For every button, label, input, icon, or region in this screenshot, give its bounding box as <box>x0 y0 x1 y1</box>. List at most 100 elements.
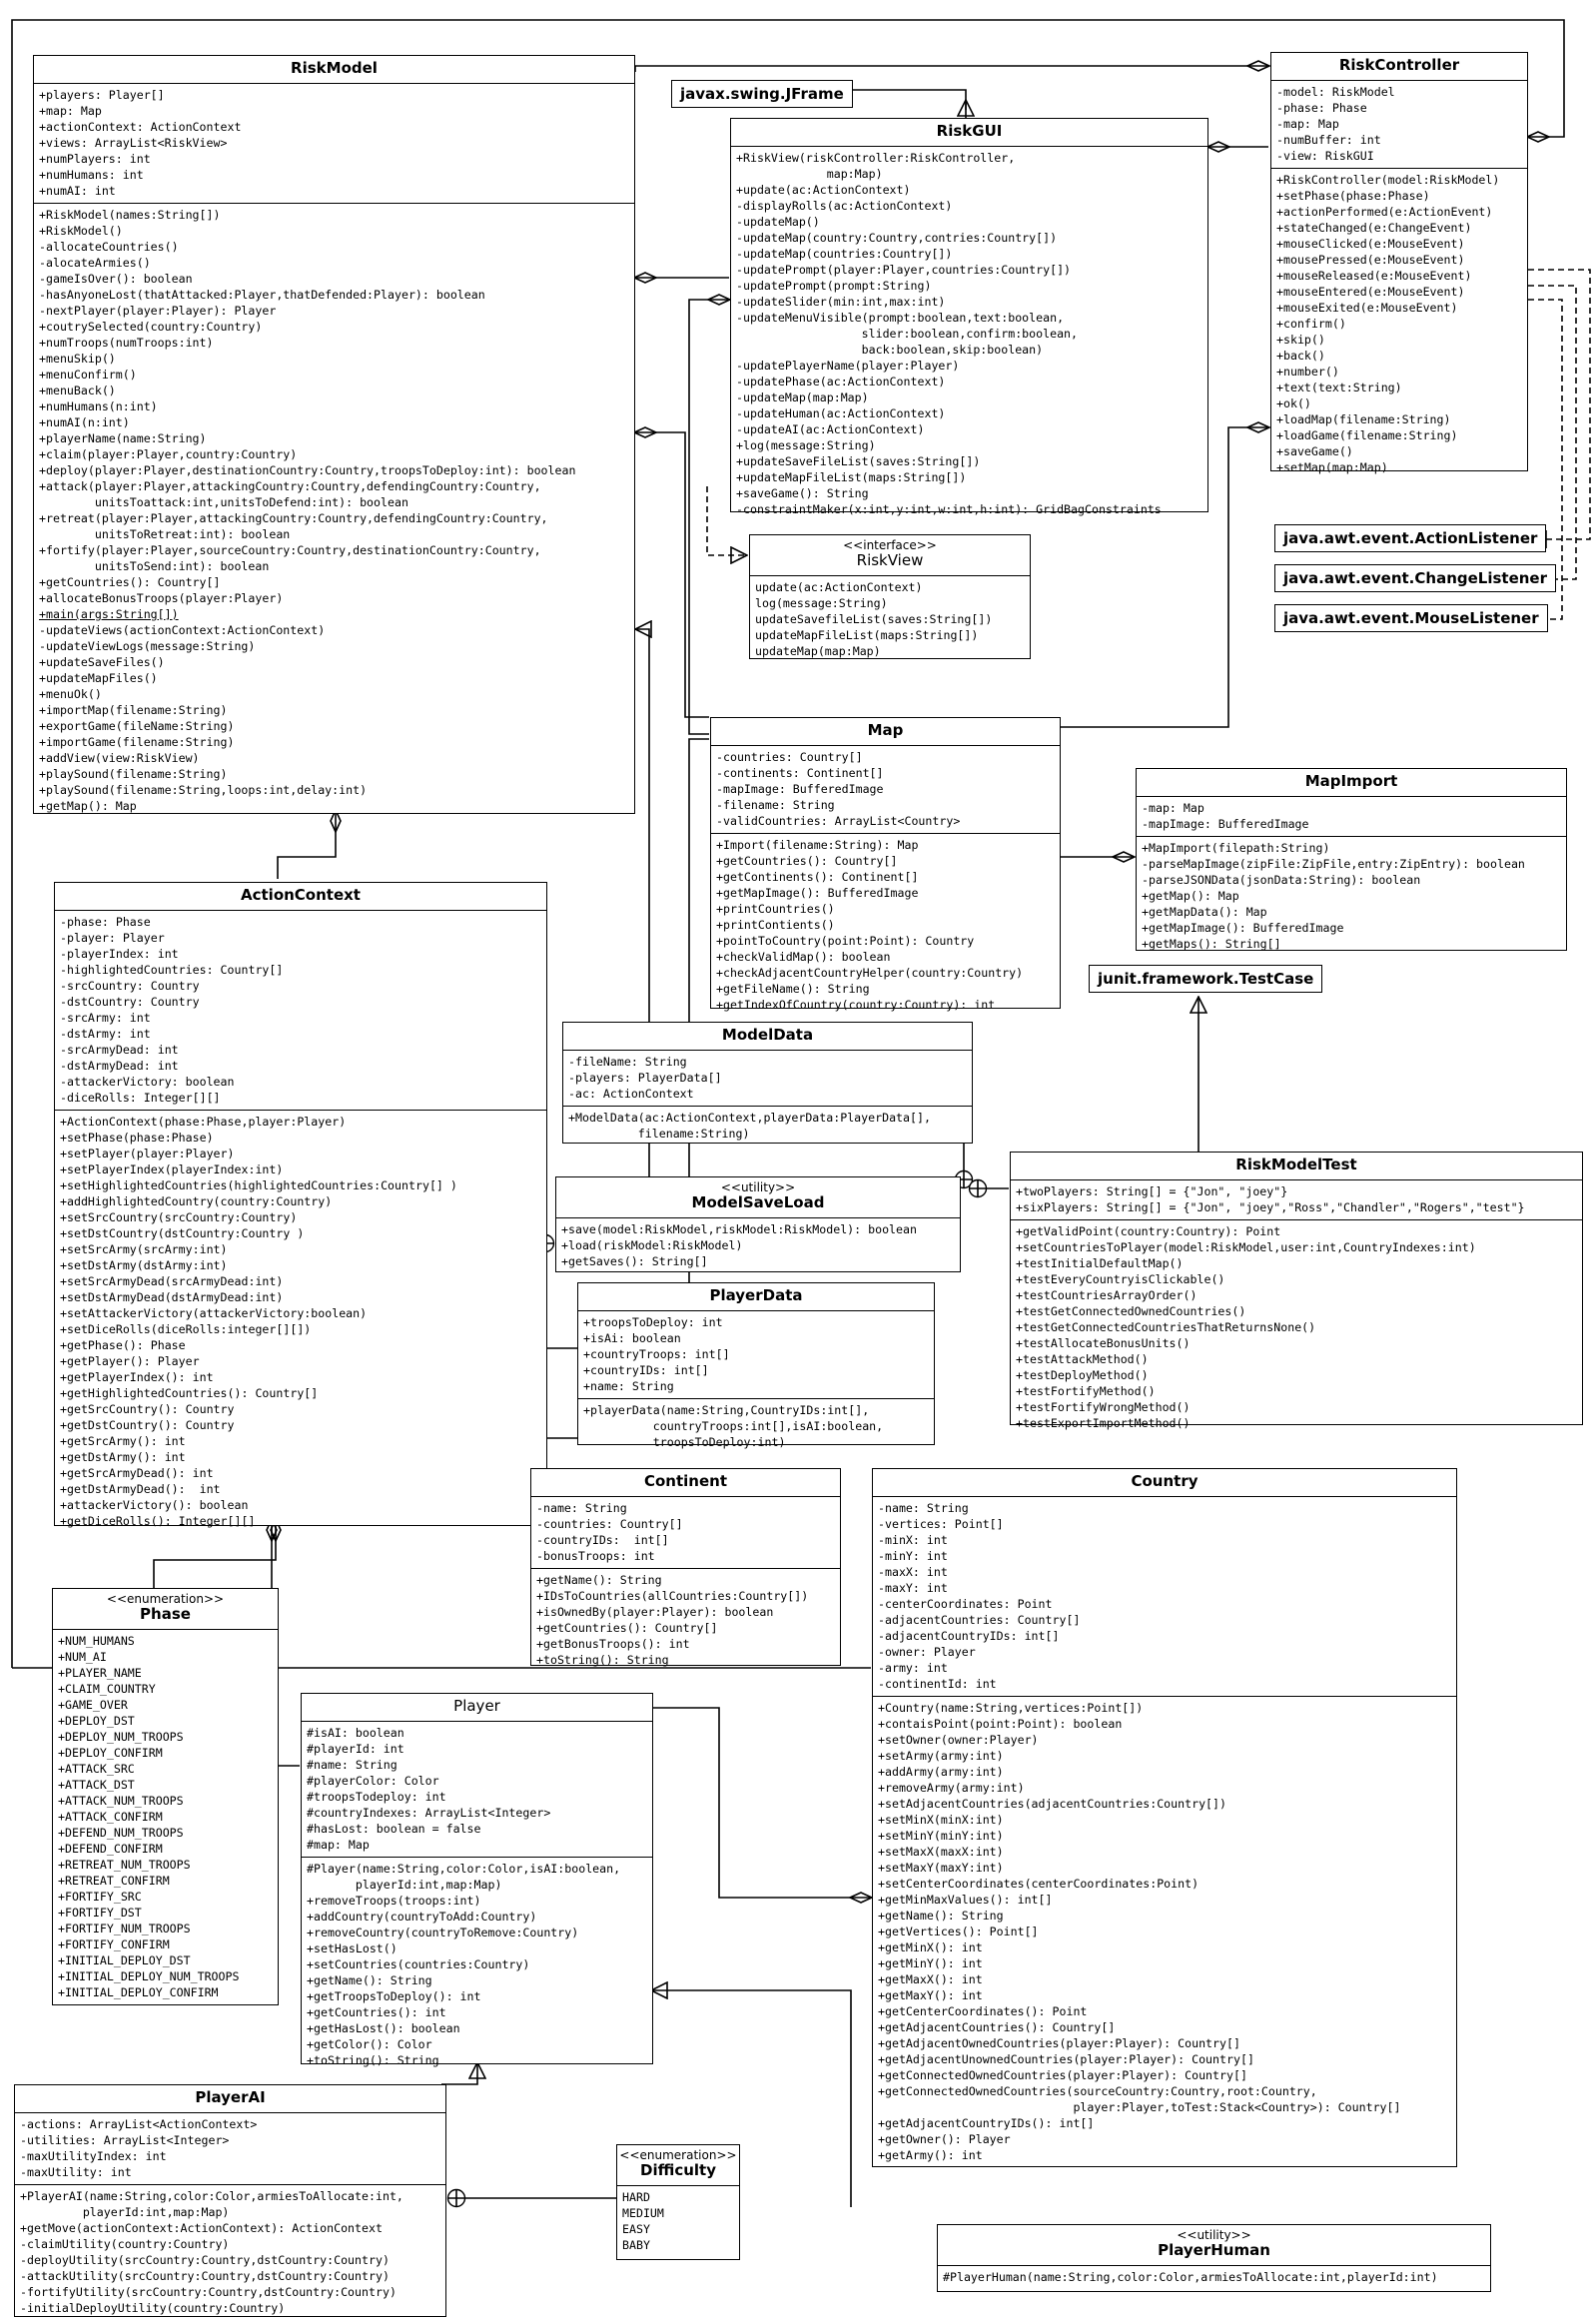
member-line: -minY: int <box>878 1549 948 1563</box>
class-modeldata[interactable]: ModelData -fileName: String-players: Pla… <box>562 1022 973 1144</box>
class-map-name: Map <box>711 718 1060 746</box>
member-line: +setAttackerVictory(attackerVictory:bool… <box>60 1306 368 1320</box>
member-line: +RETREAT_NUM_TROOPS <box>58 1858 191 1872</box>
member-line: -phase: Phase <box>1276 101 1367 115</box>
class-riskcontroller-attributes: -model: RiskModel-phase: Phase-map: Map-… <box>1271 81 1527 168</box>
member-line: -vertices: Point[] <box>878 1517 1004 1531</box>
member-line: +main(args:String[]) <box>39 607 179 621</box>
member-line: -filename: String <box>716 798 835 812</box>
member-line: +toString(): String <box>536 1653 669 1667</box>
member-line: +setHasLost() <box>307 1941 398 1955</box>
member-line: -nextPlayer(player:Player): Player <box>39 304 277 318</box>
member-line: +addView(view:RiskView) <box>39 751 200 765</box>
member-line: +numAI(n:int) <box>39 415 130 429</box>
class-riskgui-name: RiskGUI <box>731 119 1207 147</box>
member-line: +getMap(): Map <box>39 799 137 813</box>
member-line: +setMaxY(maxY:int) <box>878 1861 1004 1875</box>
testcase-tag[interactable]: junit.framework.TestCase <box>1089 965 1323 993</box>
member-line: +getMaxX(): int <box>878 1972 983 1986</box>
class-riskgui-methods: +RiskView(riskController:RiskController,… <box>731 147 1207 521</box>
class-mapimport[interactable]: MapImport -map: Map-mapImage: BufferedIm… <box>1136 768 1567 951</box>
change-listener-tag[interactable]: java.awt.event.ChangeListener <box>1274 564 1557 592</box>
member-line: +getSaves(): String[] <box>561 1254 708 1268</box>
class-riskmodeltest-attributes: +twoPlayers: String[] = {"Jon", "joey"}+… <box>1011 1180 1582 1219</box>
member-line: +loadGame(filename:String) <box>1276 428 1458 442</box>
class-country-attributes: -name: String-vertices: Point[]-minX: in… <box>873 1497 1456 1696</box>
member-line: playerId:int,map:Map) <box>20 2205 230 2219</box>
class-country[interactable]: Country -name: String-vertices: Point[]-… <box>872 1468 1457 2167</box>
member-line: +getArmy(): int <box>878 2148 983 2162</box>
member-line: +setCountries(countries:Country) <box>307 1957 530 1971</box>
class-actioncontext[interactable]: ActionContext -phase: Phase-player: Play… <box>54 882 547 1528</box>
member-line: +getDstArmyDead(): int <box>60 1482 221 1496</box>
class-playerai[interactable]: PlayerAI -actions: ArrayList<ActionConte… <box>14 2084 446 2317</box>
member-line: -dstArmy: int <box>60 1027 151 1041</box>
class-phase[interactable]: <<enumeration>> Phase +NUM_HUMANS+NUM_AI… <box>52 1588 279 2005</box>
class-playerdata[interactable]: PlayerData +troopsToDeploy: int+isAi: bo… <box>577 1282 935 1449</box>
member-line: +menuSkip() <box>39 352 116 366</box>
member-line: -initialDeployUtility(country:Country) <box>20 2301 286 2315</box>
member-line: updateMapFileList(maps:String[]) <box>755 628 979 642</box>
member-line: +getCenterCoordinates(): Point <box>878 2004 1088 2018</box>
class-player[interactable]: Player #isAI: boolean#playerId: int#name… <box>301 1693 653 2067</box>
jframe-tag[interactable]: javax.swing.JFrame <box>671 80 853 108</box>
class-riskview[interactable]: <<interface>> RiskView update(ac:ActionC… <box>749 534 1031 659</box>
member-line: +setSrcCountry(srcCountry:Country) <box>60 1210 298 1224</box>
action-listener-tag[interactable]: java.awt.event.ActionListener <box>1274 524 1547 552</box>
member-line: +FORTIFY_CONFIRM <box>58 1937 170 1951</box>
member-line: +confirm() <box>1276 317 1346 331</box>
class-riskgui[interactable]: RiskGUI +RiskView(riskController:RiskCon… <box>730 118 1208 516</box>
class-map-attributes: -countries: Country[]-continents: Contin… <box>711 746 1060 833</box>
member-line: +deploy(player:Player,destinationCountry… <box>39 463 576 477</box>
member-line: +Import(filename:String): Map <box>716 838 919 852</box>
member-line: +setOwner(owner:Player) <box>878 1733 1039 1747</box>
member-line: +ActionContext(phase:Phase,player:Player… <box>60 1115 347 1129</box>
member-line: HARD <box>622 2190 650 2204</box>
class-modelsaveload-name: ModelSaveLoad <box>691 1193 825 1211</box>
class-continent-attributes: -name: String-countries: Country[]-count… <box>531 1497 840 1568</box>
class-playerhuman-stereotype: <<utility>> <box>1177 2228 1251 2242</box>
member-line: +setMinX(minX:int) <box>878 1813 1004 1827</box>
member-line: -numBuffer: int <box>1276 133 1381 147</box>
class-continent[interactable]: Continent -name: String-countries: Count… <box>530 1468 841 1667</box>
member-line: #playerId: int <box>307 1742 404 1756</box>
member-line: -name: String <box>536 1501 627 1515</box>
member-line: +getName(): String <box>536 1573 662 1587</box>
class-riskcontroller-methods: +RiskController(model:RiskModel)+setPhas… <box>1271 168 1527 479</box>
mouse-listener-tag[interactable]: java.awt.event.MouseListener <box>1274 604 1548 632</box>
class-map[interactable]: Map -countries: Country[]-continents: Co… <box>710 717 1061 1012</box>
class-modelsaveload[interactable]: <<utility>> ModelSaveLoad +save(model:Ri… <box>555 1176 961 1272</box>
class-playerhuman-header: <<utility>> PlayerHuman <box>938 2225 1490 2266</box>
class-player-name: Player <box>302 1694 652 1722</box>
class-playerhuman[interactable]: <<utility>> PlayerHuman #PlayerHuman(nam… <box>937 2224 1491 2292</box>
member-line: +getSrcCountry(): Country <box>60 1402 235 1416</box>
member-line: +setAdjacentCountries(adjacentCountries:… <box>878 1797 1227 1811</box>
member-line: -players: PlayerData[] <box>568 1071 722 1085</box>
member-line: -hasAnyoneLost(thatAttacked:Player,thatD… <box>39 288 485 302</box>
member-line: #troopsTodeploy: int <box>307 1790 446 1804</box>
class-riskmodel[interactable]: RiskModel +players: Player[]+map: Map+ac… <box>33 55 635 814</box>
class-riskview-methods: update(ac:ActionContext)log(message:Stri… <box>750 576 1030 663</box>
class-difficulty-stereotype: <<enumeration>> <box>619 2148 737 2162</box>
member-line: +ATTACK_NUM_TROOPS <box>58 1794 184 1808</box>
member-line: +setDstCountry(dstCountry:Country ) <box>60 1226 305 1240</box>
member-line: -adjacentCountryIDs: int[] <box>878 1629 1060 1643</box>
member-line: +IDsToCountries(allCountries:Country[]) <box>536 1589 809 1603</box>
member-line: +getPlayer(): Player <box>60 1354 200 1368</box>
member-line: +getMinX(): int <box>878 1940 983 1954</box>
member-line: +mouseEntered(e:MouseEvent) <box>1276 285 1465 299</box>
class-riskcontroller[interactable]: RiskController -model: RiskModel-phase: … <box>1270 52 1528 474</box>
member-line: +setArmy(army:int) <box>878 1749 1004 1763</box>
member-line: -updateMap(country:Country,contries:Coun… <box>736 231 1058 245</box>
member-line: back:boolean,skip:boolean) <box>736 343 1044 357</box>
member-line: +getMaxY(): int <box>878 1988 983 2002</box>
member-line: +actionPerformed(e:ActionEvent) <box>1276 205 1493 219</box>
member-line: #countryIndexes: ArrayList<Integer> <box>307 1806 551 1820</box>
member-line: -deployUtility(srcCountry:Country,dstCou… <box>20 2253 390 2267</box>
member-line: unitsToattack:int,unitsToDefend:int): bo… <box>39 495 408 509</box>
class-playerai-name: PlayerAI <box>15 2085 445 2113</box>
member-line: -map: Map <box>1142 801 1204 815</box>
member-line: +getMapImage(): BufferedImage <box>716 886 919 900</box>
class-riskmodeltest[interactable]: RiskModelTest +twoPlayers: String[] = {"… <box>1010 1152 1583 1430</box>
